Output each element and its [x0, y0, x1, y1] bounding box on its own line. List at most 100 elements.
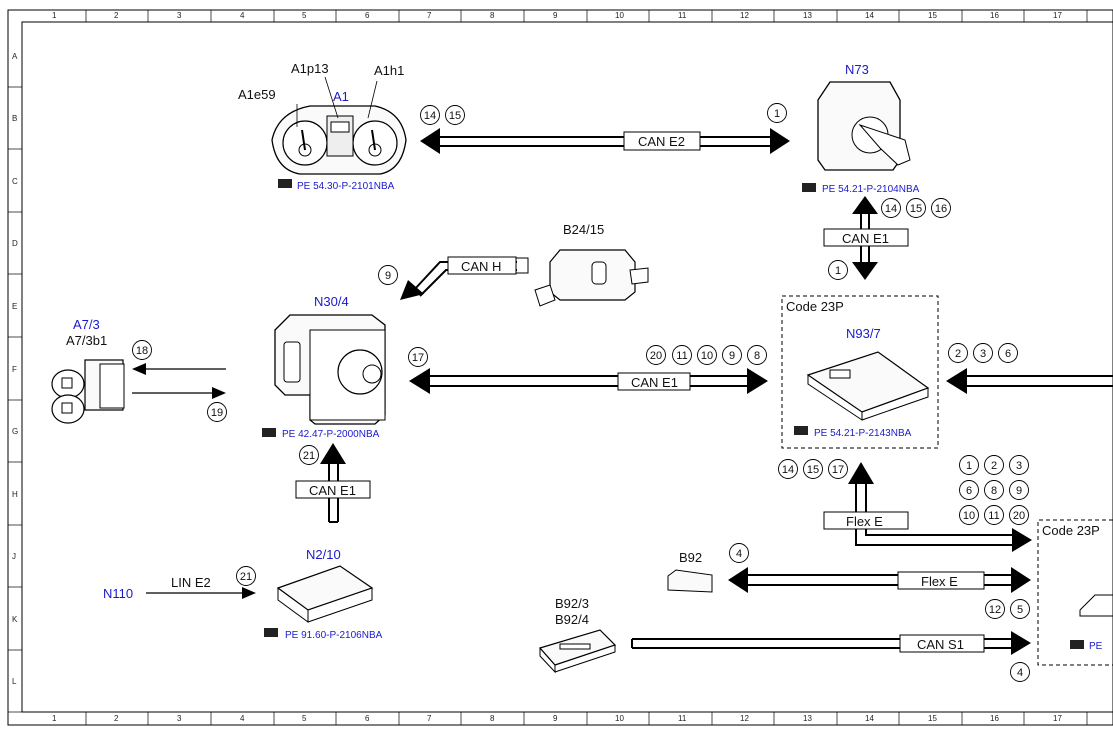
right-ref-link[interactable]: PE — [1089, 641, 1103, 652]
callout-number: 2 — [991, 460, 997, 472]
callout-number: 16 — [935, 203, 947, 215]
callout-c20d: 20 — [1009, 505, 1029, 525]
callout-c10d: 10 — [959, 505, 979, 525]
n73-ref-link[interactable]: PE 54.21-P-2104NBA — [822, 184, 920, 195]
grid-column-label: 17 — [1053, 714, 1062, 723]
grid-column-label: 9 — [553, 11, 558, 20]
can-e1-low-bus — [295, 443, 371, 523]
ignition-switch-n73 — [817, 81, 911, 171]
sensor-b24-15 — [534, 249, 649, 307]
a1p13-label: A1p13 — [291, 61, 329, 76]
grid-row-label: L — [12, 677, 17, 686]
callout-number: 12 — [989, 604, 1001, 616]
callout-c18: 18 — [132, 340, 152, 360]
callout-c4a: 4 — [729, 543, 749, 563]
callout-number: 10 — [963, 510, 975, 522]
inner-frame — [21, 21, 1113, 713]
instrument-cluster-a1 — [271, 76, 407, 175]
hand-pointer-icon — [264, 628, 278, 637]
callout-c21b: 21 — [236, 566, 256, 586]
sensor-b92-3 — [538, 629, 617, 674]
flex-e-horizontal-bus — [728, 567, 1031, 593]
callout-number: 19 — [211, 407, 223, 419]
can-h-bus — [400, 256, 529, 300]
grid-column-label: 2 — [114, 11, 119, 20]
grid-column-label: 17 — [1053, 11, 1062, 20]
n93-7-ref-link[interactable]: PE 54.21-P-2143NBA — [814, 428, 912, 439]
callout-number: 21 — [303, 450, 315, 462]
flex-e-v-label: Flex E — [846, 514, 883, 529]
callout-number: 4 — [736, 548, 742, 560]
grid-column-label: 12 — [740, 11, 749, 20]
grid-column-label: 14 — [865, 714, 874, 723]
n30-4-ref-link[interactable]: PE 42.47-P-2000NBA — [282, 429, 380, 440]
grid-column-label: 6 — [365, 11, 370, 20]
callout-number: 8 — [991, 485, 997, 497]
callout-c3a: 3 — [973, 343, 993, 363]
callout-c15b: 15 — [906, 198, 926, 218]
grid-column-label: 2 — [114, 714, 119, 723]
a7-3-label: A7/3 — [73, 317, 100, 332]
callout-c1d: 1 — [959, 455, 979, 475]
esp-unit-n30-4 — [274, 314, 386, 425]
grid-column-label: 13 — [803, 11, 812, 20]
grid-column-label: 3 — [177, 11, 182, 20]
callout-c14b: 14 — [881, 198, 901, 218]
grid-column-label: 10 — [615, 714, 624, 723]
b92-label: B92 — [679, 550, 702, 565]
grid-column-label: 1 — [52, 11, 57, 20]
callout-number: 18 — [136, 345, 148, 357]
callout-c15a: 15 — [445, 105, 465, 125]
hand-pointer-icon — [1070, 640, 1084, 649]
callout-number: 14 — [885, 203, 897, 215]
grid-column-label: 10 — [615, 11, 624, 20]
b92-4-label: B92/4 — [555, 612, 589, 627]
grid-row-label: G — [12, 427, 18, 436]
can-e1-top-label: CAN E1 — [842, 231, 889, 246]
callout-number: 1 — [835, 265, 841, 277]
can-e2-bus — [420, 128, 790, 154]
grid-column-label: 1 — [52, 714, 57, 723]
callout-c9d: 9 — [1009, 480, 1029, 500]
callout-number: 11 — [988, 510, 999, 522]
grid-row-label: E — [12, 302, 17, 311]
grid-row-label: K — [12, 615, 18, 624]
can-e2-label: CAN E2 — [638, 134, 685, 149]
n30-4-label: N30/4 — [314, 294, 349, 309]
callout-number: 10 — [701, 350, 713, 362]
callout-number: 1 — [774, 108, 780, 120]
grid-column-label: 4 — [240, 714, 245, 723]
callout-number: 3 — [1016, 460, 1022, 472]
can-e1-vertical-top — [823, 196, 909, 280]
callout-c11d: 11 — [984, 505, 1004, 525]
callout-number: 21 — [240, 571, 252, 583]
callout-c19: 19 — [207, 402, 227, 422]
grid-column-label: 11 — [678, 714, 687, 723]
can-e1-low-label: CAN E1 — [309, 483, 356, 498]
a1h1-label: A1h1 — [374, 63, 404, 78]
a1-ref-link[interactable]: PE 54.30-P-2101NBA — [297, 181, 395, 192]
callout-c14c: 14 — [778, 459, 798, 479]
code-23p-label: Code 23P — [786, 299, 844, 314]
grid-column-label: 15 — [928, 11, 937, 20]
callout-c10a: 10 — [697, 345, 717, 365]
a7-3b1-label: A7/3b1 — [66, 333, 107, 348]
callout-number: 20 — [650, 350, 662, 362]
callout-number: 15 — [807, 464, 819, 476]
callout-number: 1 — [966, 460, 972, 472]
grid-column-label: 8 — [490, 714, 495, 723]
n2-10-ref-link[interactable]: PE 91.60-P-2106NBA — [285, 630, 383, 641]
callout-number: 9 — [385, 270, 391, 282]
callout-number: 15 — [449, 110, 461, 122]
callout-c6a: 6 — [998, 343, 1018, 363]
callout-c15c: 15 — [803, 459, 823, 479]
callout-number: 20 — [1013, 510, 1025, 522]
callout-number: 9 — [1016, 485, 1022, 497]
can-s1-bus — [631, 631, 1031, 655]
code-23p-box — [781, 295, 939, 449]
callout-number: 15 — [910, 203, 922, 215]
